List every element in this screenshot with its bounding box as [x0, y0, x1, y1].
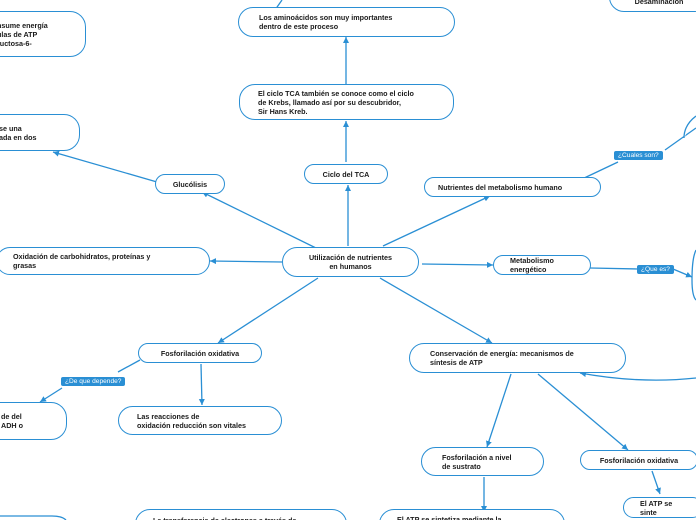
node-bottom-left[interactable]: La transferencia de electrones a través …	[135, 509, 347, 520]
node-fosforilacion-sustrato[interactable]: Fosforilación a nivel de sustrato	[421, 447, 544, 476]
link-depende-left	[39, 387, 63, 403]
node-glucolisis-left[interactable]: se una ada en dos	[0, 114, 80, 151]
node-atp-sint[interactable]: El ATP se sinte	[623, 497, 696, 518]
partial-node-bottom-left	[0, 515, 67, 520]
node-nutrientes[interactable]: Nutrientes del metabolismo humano	[424, 177, 601, 197]
tag-de-que-depende[interactable]: ¿De que depende?	[61, 377, 126, 386]
node-depende-left[interactable]: de del ADH o	[0, 402, 67, 440]
node-aminoacidos[interactable]: Los aminoácidos son muy importantes dent…	[238, 7, 455, 37]
link-root-conservacion	[379, 277, 493, 344]
link-fosf-reacciones	[198, 363, 205, 406]
partial-node-right-mid	[691, 249, 696, 301]
node-reacciones[interactable]: Las reacciones de oxidación reducción so…	[118, 406, 282, 435]
link-root-glucolisis	[201, 191, 319, 250]
node-oxidacion[interactable]: Oxidación de carbohidratos, proteínas y …	[0, 247, 210, 275]
link-right-loop	[579, 371, 696, 381]
node-conservacion[interactable]: Conservación de energía: mecanismos de s…	[409, 343, 626, 373]
link-cuales-right	[664, 127, 696, 151]
node-metabolismo[interactable]: Metabolismo energético	[493, 255, 591, 275]
link-cons-sustrato	[486, 373, 512, 448]
tag-cuales-son[interactable]: ¿Cuales son?	[614, 151, 663, 160]
node-fosforilacion-oxidativa[interactable]: Fosforilación oxidativa	[138, 343, 262, 363]
node-fosforilacion-oxidativa-2[interactable]: Fosforilación oxidativa	[580, 450, 696, 470]
link-fosf-depende	[117, 359, 141, 373]
link-root-metabolismo	[421, 261, 494, 268]
link-cons-fosf2	[537, 373, 629, 451]
link-root-nutrientes	[382, 195, 491, 247]
node-root[interactable]: Utilización de nutrientes en humanos	[282, 247, 419, 277]
node-tca-krebs[interactable]: El ciclo TCA también se conoce como el c…	[239, 84, 454, 120]
node-ciclo-tca[interactable]: Ciclo del TCA	[304, 164, 388, 184]
link-fosf2-atp	[651, 470, 661, 495]
link-root-oxidacion	[209, 258, 283, 265]
link-glucolisis-left	[52, 150, 158, 183]
partial-node-right-top	[683, 115, 696, 139]
node-desaminacion[interactable]: Desaminación	[609, 0, 696, 12]
node-glucolisis[interactable]: Glucólisis	[155, 174, 225, 194]
link-meta-quees	[589, 267, 639, 270]
node-bottom-mid[interactable]: El ATP se sintetiza mediante la	[379, 509, 565, 520]
link-root-fosforilacion	[217, 277, 319, 344]
link-quees-right	[672, 268, 693, 278]
tag-que-es[interactable]: ¿Que es?	[637, 265, 674, 274]
